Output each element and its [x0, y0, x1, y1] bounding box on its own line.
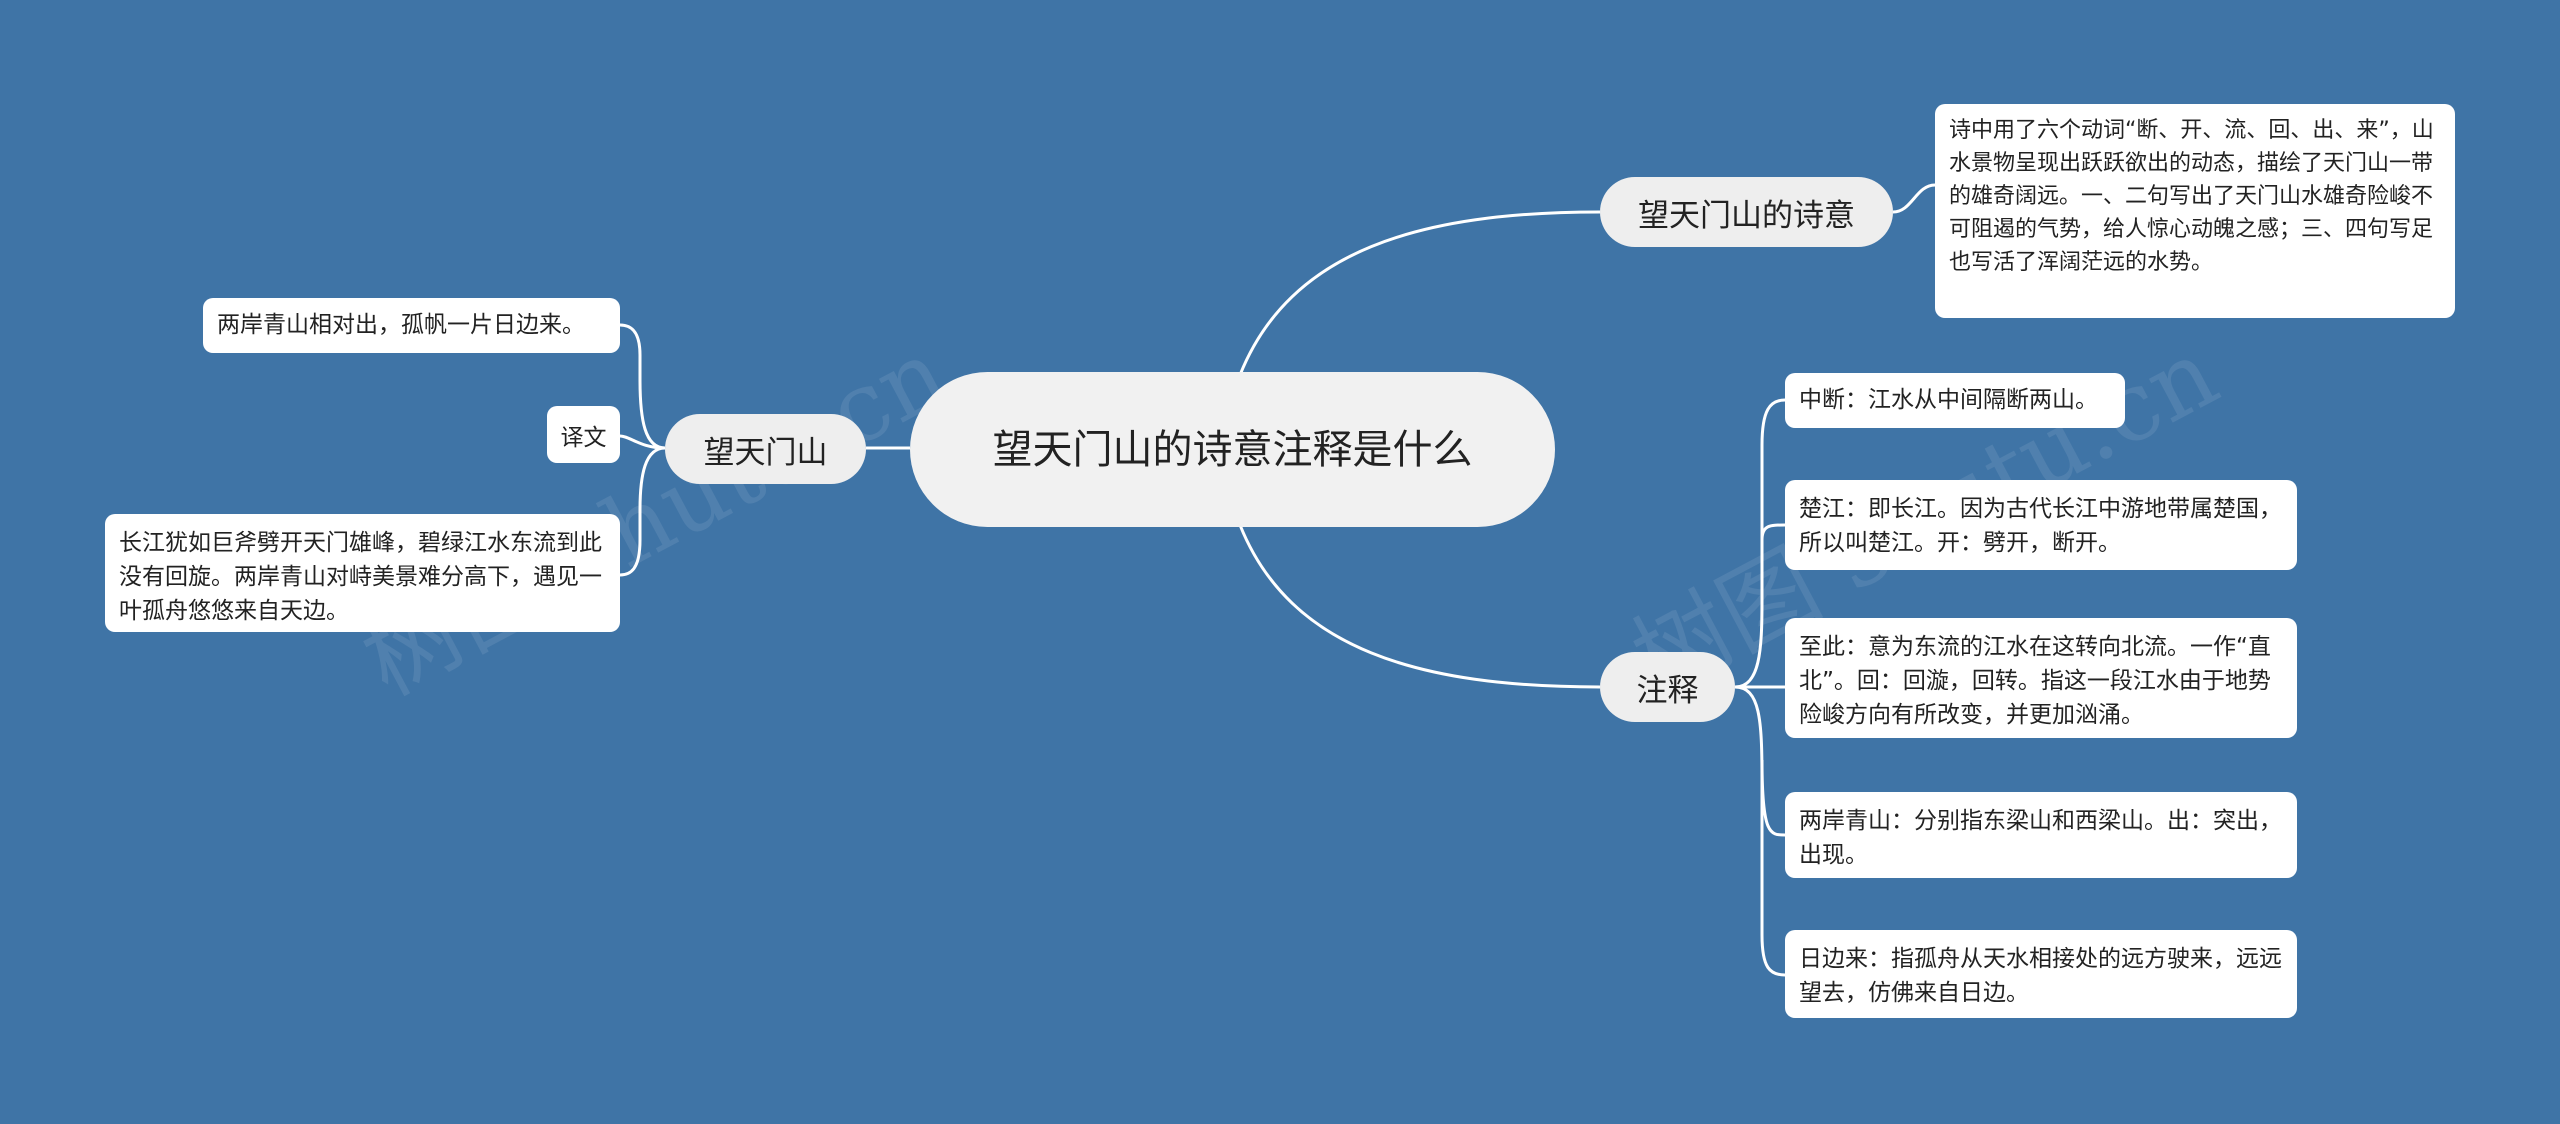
poem-meaning-text[interactable]: 诗中用了六个动词“断、开、流、回、出、来”，山水景物呈现出跃跃欲出的动态，描绘了…: [1935, 104, 2455, 318]
translation-text[interactable]: 长江犹如巨斧劈开天门雄峰，碧绿江水东流到此没有回旋。两岸青山对峙美景难分高下，遇…: [105, 514, 620, 632]
annotation-item[interactable]: 两岸青山：分别指东梁山和西梁山。出：突出，出现。: [1785, 792, 2297, 878]
annotation-item-text: 中断：江水从中间隔断两山。: [1799, 387, 2098, 413]
poem-line[interactable]: 两岸青山相对出，孤帆一片日边来。: [203, 298, 620, 353]
annotation-item-text: 楚江：即长江。因为古代长江中游地带属楚国，所以叫楚江。开：劈开，断开。: [1799, 496, 2282, 556]
poem-line-text: 两岸青山相对出，孤帆一片日边来。: [217, 312, 585, 338]
poem-meaning-text-content: 诗中用了六个动词“断、开、流、回、出、来”，山水景物呈现出跃跃欲出的动态，描绘了…: [1949, 118, 2434, 275]
annotation-item[interactable]: 日边来：指孤舟从天水相接处的远方驶来，远远望去，仿佛来自日边。: [1785, 930, 2297, 1018]
root-title: 望天门山的诗意注释是什么: [992, 426, 1473, 473]
translation-tag[interactable]: 译文: [547, 406, 620, 463]
annotation-item-text: 两岸青山：分别指东梁山和西梁山。出：突出，出现。: [1799, 808, 2282, 868]
branch-annotation-label: 注释: [1636, 672, 1699, 709]
annotation-item-text: 日边来：指孤舟从天水相接处的远方驶来，远远望去，仿佛来自日边。: [1799, 946, 2282, 1006]
annotation-item-text: 至此：意为东流的江水在这转向北流。一作“直北”。回：回漩，回转。指这一段江水由于…: [1799, 634, 2271, 728]
branch-poem-meaning-label: 望天门山的诗意: [1638, 197, 1855, 234]
annotation-item[interactable]: 中断：江水从中间隔断两山。: [1785, 373, 2125, 428]
annotation-item[interactable]: 至此：意为东流的江水在这转向北流。一作“直北”。回：回漩，回转。指这一段江水由于…: [1785, 618, 2297, 738]
root-node[interactable]: 望天门山的诗意注释是什么: [910, 372, 1555, 527]
translation-text-content: 长江犹如巨斧劈开天门雄峰，碧绿江水东流到此没有回旋。两岸青山对峙美景难分高下，遇…: [119, 530, 602, 624]
annotation-item[interactable]: 楚江：即长江。因为古代长江中游地带属楚国，所以叫楚江。开：劈开，断开。: [1785, 480, 2297, 570]
branch-annotation[interactable]: 注释: [1600, 652, 1735, 722]
translation-tag-label: 译文: [560, 424, 607, 451]
branch-poem[interactable]: 望天门山: [665, 414, 866, 484]
branch-poem-label: 望天门山: [703, 434, 828, 471]
branch-poem-meaning[interactable]: 望天门山的诗意: [1600, 177, 1893, 247]
